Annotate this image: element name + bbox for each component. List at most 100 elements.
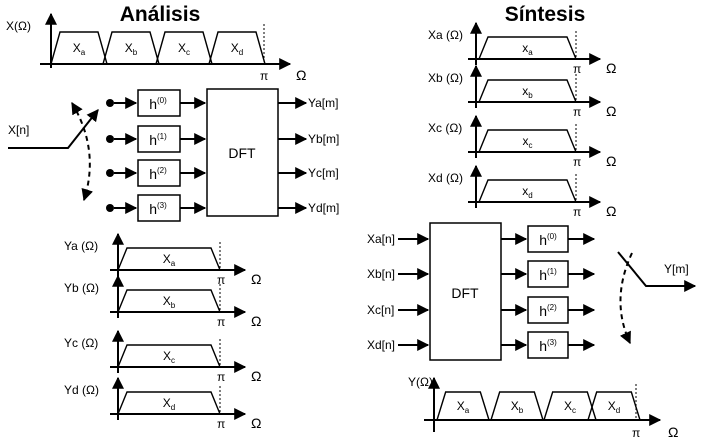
spectrum-label: Ya (Ω) (64, 239, 98, 253)
synthesis-title: Síntesis (505, 3, 586, 26)
filter-label: h(3) (539, 338, 557, 354)
filter-label: h(0) (149, 96, 167, 112)
band-outline (117, 391, 221, 415)
pi-label: π (217, 273, 225, 287)
omega-label: Ω (251, 415, 261, 431)
commutator-tap (106, 169, 114, 177)
band-outline (102, 31, 160, 65)
commutator-rotation-arrow (71, 101, 94, 202)
band-outline (50, 31, 108, 65)
omega-label: Ω (606, 153, 616, 169)
omega-label: Ω (251, 368, 261, 384)
output-label: Yd[m] (308, 201, 339, 215)
omega-label: Ω (606, 60, 616, 76)
band-outline (478, 79, 577, 103)
band-label: Xb (125, 41, 138, 57)
band-label: xa (522, 41, 533, 57)
filter-label: h(1) (539, 267, 557, 283)
band-outline (490, 391, 544, 421)
spectrum-plot: Yc (Ω) Xc π Ω (64, 329, 261, 384)
band-outline (478, 179, 577, 203)
filter-label: h(2) (539, 303, 557, 319)
band-label: Xc (564, 399, 576, 415)
pi-label: π (573, 205, 581, 219)
pi-label: π (217, 417, 225, 431)
pi-label: π (260, 69, 268, 83)
dft-label: DFT (228, 145, 256, 161)
input-label: Xa[n] (367, 232, 395, 246)
spectrum-label: Yb (Ω) (64, 281, 99, 295)
band-outline (155, 31, 213, 65)
band-label: Xd (608, 399, 620, 415)
omega-label: Ω (606, 203, 616, 219)
dft-block (206, 88, 279, 217)
input-label: Xd[n] (367, 338, 395, 352)
omega-label: Ω (668, 424, 678, 440)
commutator-tap (106, 204, 114, 212)
omega-label: Ω (251, 271, 261, 287)
pi-label: π (217, 370, 225, 384)
synthesis-filter-bank: Xa[n]h(0)Xb[n]h(1)Xc[n]h(2)Xd[n]h(3) DFT… (367, 222, 697, 361)
output-label: Y[m] (664, 262, 689, 276)
commutator-rotation-arrow (619, 252, 633, 345)
filter-block (527, 225, 569, 253)
band-label: Xa (457, 399, 470, 415)
band-outline (117, 344, 221, 368)
analysis-filter-bank: X[n] h(0)Ya[m]h(1)Yb[m]h(2)Yc[m]h(3)Yd[m… (8, 88, 339, 222)
band-outline (478, 36, 577, 60)
band-label: Xa (73, 41, 86, 57)
filter-block (137, 159, 181, 187)
filter-block (527, 296, 569, 324)
band-outline (117, 247, 221, 271)
omega-label: Ω (251, 313, 261, 329)
spectrum-label: Y(Ω) (408, 375, 433, 389)
filter-block (137, 89, 181, 117)
spectrum-label: Xb (Ω) (428, 71, 463, 85)
band-label: xb (522, 84, 533, 100)
filter-block (527, 331, 569, 359)
spectrum-plot: Ya (Ω) Xa π Ω (64, 232, 261, 287)
spectrum-plot: Yd (Ω) Xd π Ω (64, 376, 261, 431)
synthesis-output-spectrum: Y(Ω) Xa Xb Xc Xd π Ω (408, 375, 678, 440)
pi-label: π (573, 105, 581, 119)
commutator-tap (106, 135, 114, 143)
band-label: Xc (163, 349, 175, 365)
filter-label: h(3) (149, 201, 167, 217)
output-label: Yc[m] (308, 166, 339, 180)
output-label: Yb[m] (308, 132, 339, 146)
band-label: Xb (511, 399, 524, 415)
input-label: X[n] (8, 123, 29, 137)
band-label: Xb (163, 294, 176, 310)
band-outline (478, 129, 577, 153)
dft-label: DFT (451, 285, 479, 301)
filter-label: h(2) (149, 166, 167, 182)
pi-label: π (632, 426, 640, 440)
spectrum-plot: Xa (Ω) xa π Ω (428, 21, 616, 76)
filter-label: h(0) (539, 232, 557, 248)
spectrum-plot: Xd (Ω) xd π Ω (428, 164, 616, 219)
spectrum-label: Yd (Ω) (64, 383, 99, 397)
spectrum-label: X(Ω) (6, 19, 31, 33)
omega-label: Ω (296, 67, 306, 83)
band-label: Xd (163, 396, 175, 412)
band-label: Xc (178, 41, 190, 57)
commutator-tap (106, 99, 114, 107)
spectrum-label: Xd (Ω) (428, 171, 463, 185)
spectrum-label: Xc (Ω) (428, 121, 462, 135)
pi-label: π (573, 62, 581, 76)
spectrum-label: Yc (Ω) (64, 336, 98, 350)
dft-block (429, 222, 502, 361)
analysis-title: Análisis (120, 3, 201, 26)
band-label: Xa (163, 252, 176, 268)
spectrum-label: Xa (Ω) (428, 28, 463, 42)
input-label: Xc[n] (367, 303, 394, 317)
band-outline (117, 289, 221, 313)
band-label: xd (522, 184, 532, 200)
